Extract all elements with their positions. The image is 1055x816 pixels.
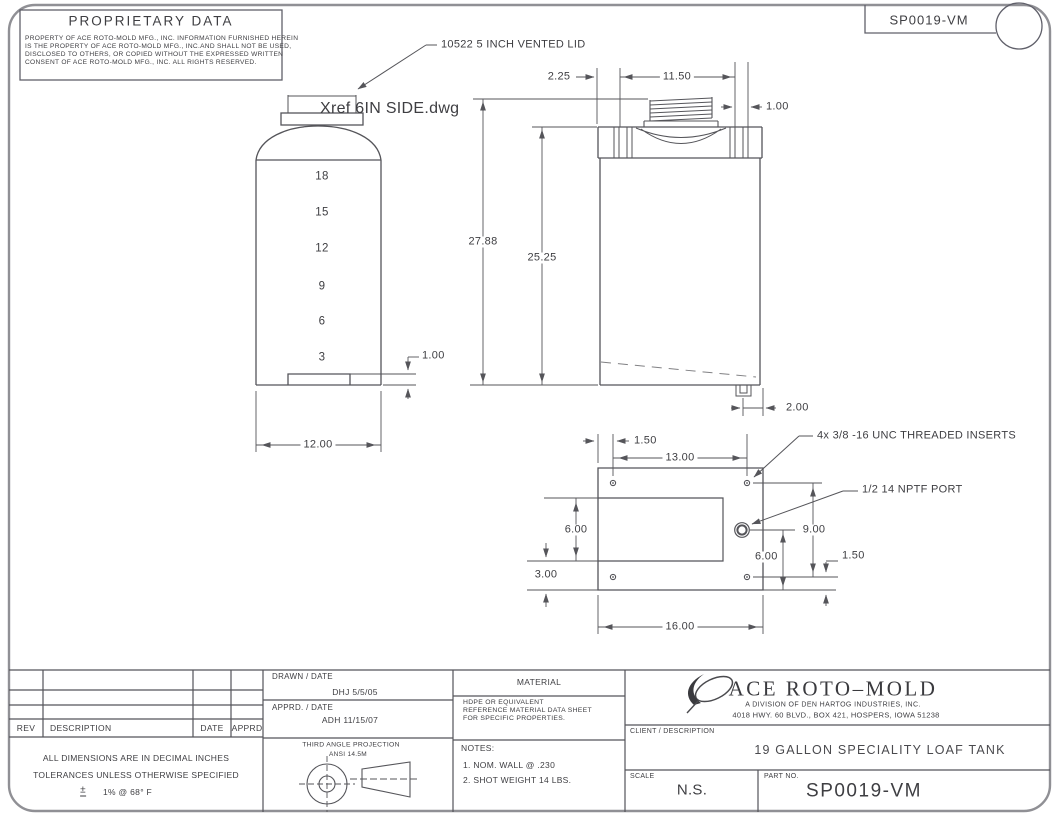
sheet-doc-number: SP0019-VM — [889, 12, 969, 28]
dim-body-height: 25.25 — [524, 252, 560, 264]
company-address: 4018 HWY. 60 BLVD., BOX 421, HOSPERS, IO… — [732, 710, 940, 720]
material-line: HDPE OR EQUIVALENT — [463, 699, 544, 706]
part-number-label: PART NO. — [764, 773, 799, 780]
approved-date-value: ADH 11/15/07 — [321, 714, 379, 725]
company-name: ACE ROTO–MOLD — [728, 676, 938, 701]
description-header: DESCRIPTION — [50, 722, 112, 733]
material-line: FOR SPECIFIC PROPERTIES. — [463, 715, 566, 722]
dim-recess-height: 6.00 — [561, 524, 591, 536]
proprietary-title: PROPRIETARY DATA — [68, 13, 234, 29]
part-description: 19 GALLON SPECIALITY LOAF TANK — [754, 742, 1006, 757]
note-item: 1. NOM. WALL @ .230 — [463, 760, 556, 770]
dim-overall-height: 27.88 — [465, 236, 501, 248]
gallon-mark: 6 — [318, 315, 326, 328]
approved-date-label: APPRD. / DATE — [272, 703, 334, 712]
dim-port-to-edge: 6.00 — [752, 551, 781, 563]
tolerance-note-line2: TOLERANCES UNLESS OTHERWISE SPECIFIED — [33, 769, 239, 780]
side-view — [255, 95, 416, 386]
proprietary-line: DISCLOSED TO OTHERS, OR COPIED WITHOUT T… — [25, 51, 284, 58]
date-header: DATE — [200, 722, 224, 733]
company-division: A DIVISION OF DEN HARTOG INDUSTRIES, INC… — [745, 701, 921, 709]
dim-recess-to-edge: 3.00 — [531, 569, 561, 581]
gallon-mark: 3 — [318, 351, 326, 364]
scale-label: SCALE — [630, 773, 655, 780]
dim-tank-width: 16.00 — [662, 621, 698, 633]
gallon-mark: 9 — [318, 280, 326, 293]
part-number-value: SP0019-VM — [806, 780, 922, 802]
proprietary-line: CONSENT OF ACE ROTO-MOLD MFG., INC. ALL … — [25, 59, 257, 66]
material-label: MATERIAL — [516, 676, 562, 687]
dim-neck-offset: 2.25 — [547, 70, 571, 83]
tolerance-value: 1% @ 68° F — [103, 786, 153, 797]
dim-insert-inset-x: 1.50 — [634, 434, 657, 447]
sheet-border — [7, 3, 1052, 813]
company-logo-swoosh — [686, 674, 734, 714]
drawn-date-label: DRAWN / DATE — [272, 672, 333, 681]
nptf-port-callout: 1/2 14 NPTF PORT — [862, 483, 963, 496]
dim-lid-width: 11.50 — [659, 71, 695, 83]
xref-label: Xref 6IN SIDE.dwg — [320, 100, 460, 117]
front-view — [597, 97, 763, 397]
dim-drain-offset: 2.00 — [786, 401, 809, 414]
header-boxes — [19, 2, 1043, 81]
apprd-header: APPRD — [231, 722, 263, 733]
callout-leaders — [357, 44, 858, 525]
proprietary-line: IS THE PROPERTY OF ACE ROTO-MOLD MFG., I… — [25, 43, 292, 50]
dim-side-width: 12.00 — [300, 439, 336, 451]
gallon-mark: 12 — [315, 242, 329, 255]
title-block-grid — [9, 669, 1050, 812]
third-angle-projection-symbol — [299, 756, 420, 812]
gallon-mark: 15 — [315, 206, 329, 219]
gallon-mark: 18 — [315, 170, 329, 183]
tolerance-note-line1: ALL DIMENSIONS ARE IN DECIMAL INCHES — [42, 752, 230, 763]
projection-label: THIRD ANGLE PROJECTION — [302, 741, 400, 749]
dim-insert-span-y: 9.00 — [799, 524, 829, 536]
drawn-date-value: DHJ 5/5/05 — [332, 686, 378, 697]
scale-value: N.S. — [676, 781, 708, 799]
side-view-dimensions — [255, 356, 419, 452]
rev-header: REV — [16, 722, 36, 733]
projection-standard: ANSI 14.5M — [328, 750, 368, 758]
dim-rib-gap: 1.00 — [766, 100, 789, 113]
proprietary-line: PROPERTY OF ACE ROTO-MOLD MFG., INC. INF… — [25, 35, 299, 42]
vented-lid-callout: 10522 5 INCH VENTED LID — [441, 38, 586, 51]
plus-minus-symbol: ± — [80, 784, 86, 797]
dim-insert-inset-y: 1.50 — [842, 549, 865, 562]
dim-insert-span-x: 13.00 — [662, 452, 698, 464]
material-line: REFERENCE MATERIAL DATA SHEET — [463, 707, 592, 714]
note-item: 2. SHOT WEIGHT 14 LBS. — [463, 775, 572, 785]
dim-side-foot: 1.00 — [422, 349, 445, 362]
client-description-label: CLIENT / DESCRIPTION — [630, 728, 715, 735]
bottom-view — [597, 467, 764, 591]
front-view-dimensions — [470, 62, 776, 416]
notes-label: NOTES: — [461, 743, 495, 753]
threaded-inserts-callout: 4x 3/8 -16 UNC THREADED INSERTS — [817, 429, 1017, 442]
